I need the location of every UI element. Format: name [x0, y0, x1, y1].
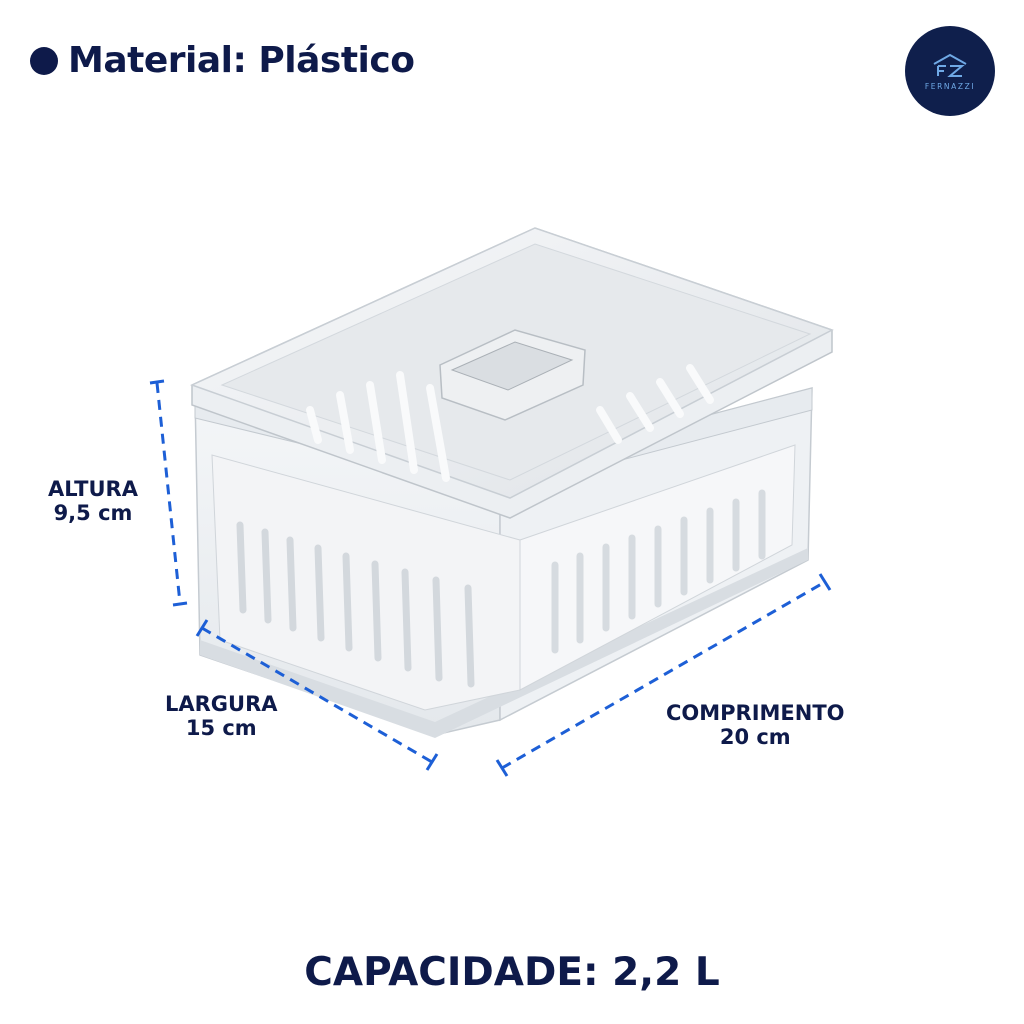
height-value-text: 9,5 cm	[53, 501, 133, 525]
length-dimension-line	[495, 573, 832, 777]
house-logo-icon	[933, 53, 967, 77]
basket-slots-left	[236, 521, 475, 688]
capacity-text: CAPACIDADE: 2,2 L	[304, 950, 720, 995]
material-title: Material: Plástico	[30, 40, 415, 81]
height-dimension-line	[149, 379, 188, 607]
width-dimension-line	[195, 619, 439, 771]
width-label-text: LARGURA	[165, 692, 278, 716]
material-text: Material: Plástico	[68, 40, 415, 81]
length-label: COMPRIMENTO 20 cm	[666, 701, 845, 749]
lid-vent-handle	[439, 329, 586, 421]
basket-slots-right	[551, 489, 766, 654]
length-value-text: 20 cm	[719, 725, 791, 749]
width-label: LARGURA 15 cm	[165, 692, 278, 740]
height-label: ALTURA 9,5 cm	[48, 477, 138, 525]
brand-logo: FERNAZZI	[905, 26, 995, 116]
width-value-text: 15 cm	[185, 716, 257, 740]
height-label-text: ALTURA	[48, 477, 138, 501]
brand-name: FERNAZZI	[924, 81, 976, 91]
length-label-text: COMPRIMENTO	[666, 701, 845, 725]
bullet-dot-icon	[30, 46, 58, 75]
basket-slots-top	[306, 364, 714, 482]
